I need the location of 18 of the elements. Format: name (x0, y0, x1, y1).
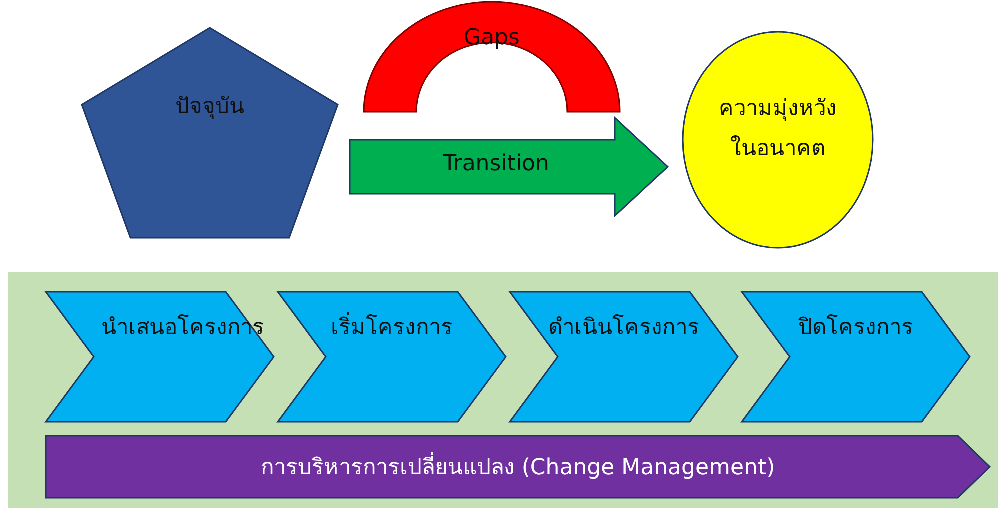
shape-label: ดำเนินโครงการ (548, 314, 700, 343)
pentagon-shape (82, 28, 338, 238)
chevron-shape (510, 292, 738, 422)
chevron-shape (278, 292, 506, 422)
shape-label: ปัจจุบัน (176, 93, 244, 122)
arrow-banner (46, 436, 990, 498)
panel-background (8, 272, 998, 508)
arch-shape (364, 2, 620, 112)
chevron-shape (742, 292, 970, 422)
shape-label: ปิดโครงการ (798, 314, 914, 343)
chevron-shape (46, 292, 274, 422)
shape-label: การบริหารการเปลี่ยนแปลง (Change Management) (260, 450, 776, 484)
shape-label: Gaps (464, 26, 520, 51)
circle-shape (683, 32, 873, 248)
arrow-shape (350, 118, 668, 216)
shape-label: เริ่มโครงการ (331, 310, 453, 345)
shape-label: Transition (443, 152, 550, 177)
shape-label: ความมุ่งหวังในอนาคต (718, 96, 838, 164)
